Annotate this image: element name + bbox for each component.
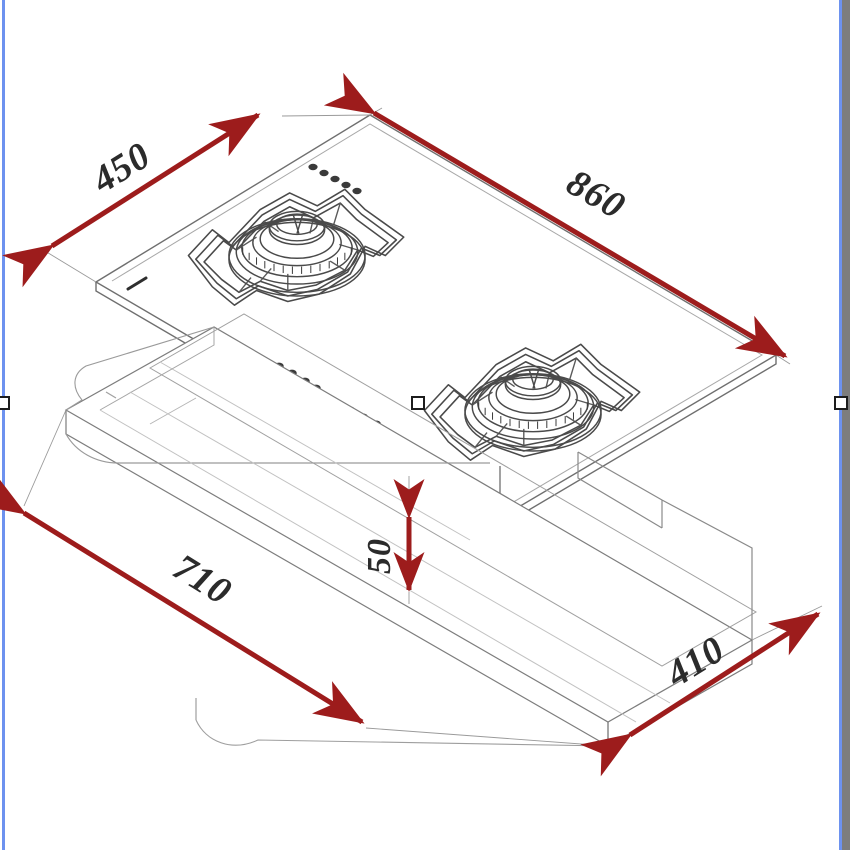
selection-handle-center[interactable] bbox=[411, 396, 425, 410]
dimension-450-label: 450 bbox=[84, 134, 158, 202]
dimension-710-line bbox=[0, 472, 365, 725]
page-border-right bbox=[839, 0, 842, 850]
selection-handle-right[interactable] bbox=[834, 396, 848, 410]
worktop-right-wing bbox=[577, 451, 753, 640]
dimension-450-line bbox=[2, 112, 261, 288]
dimension-710-label: 710 bbox=[166, 546, 239, 613]
dimension-50-label: 50 bbox=[361, 538, 398, 574]
dimension-860-line bbox=[323, 72, 788, 359]
dimension-410-line bbox=[580, 611, 821, 777]
page-border-shadow bbox=[842, 0, 850, 850]
page-border-left bbox=[2, 0, 5, 850]
dimension-50: 50 bbox=[361, 479, 425, 593]
selection-handle-left[interactable] bbox=[0, 396, 10, 410]
dimension-860-label: 860 bbox=[560, 161, 633, 227]
